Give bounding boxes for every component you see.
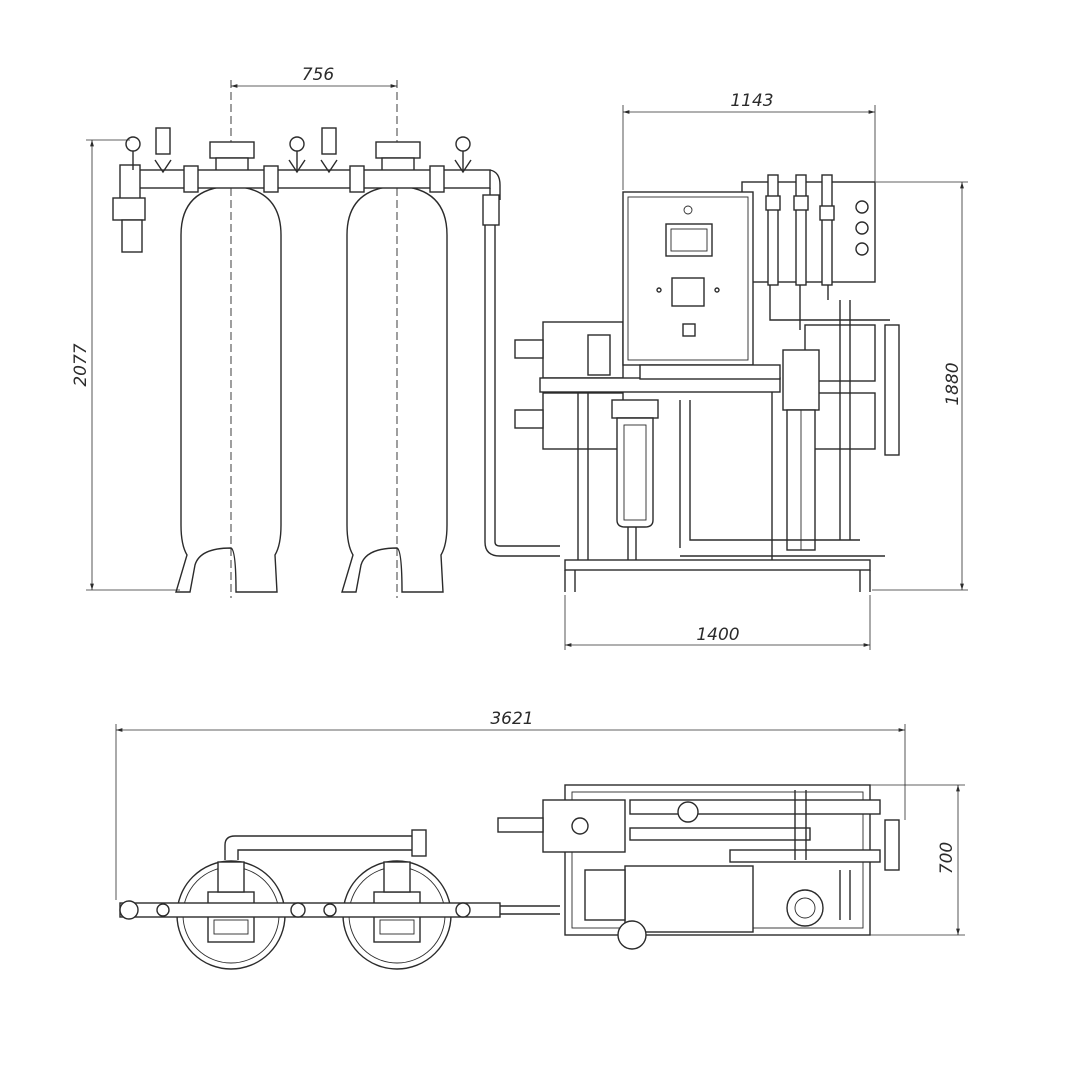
control-cabinet [587, 191, 781, 380]
filter-tank-left [175, 80, 282, 598]
dimension-overall-height: 2077 [71, 139, 180, 591]
dimension-label: 1143 [730, 91, 773, 111]
ro-unit-plan [497, 784, 900, 950]
dimension-label: 1880 [943, 362, 963, 405]
dimension-label: 700 [937, 842, 957, 874]
dimension-ro-unit-height: 1880 [872, 181, 968, 591]
dimension-overall-length: 3621 [115, 709, 906, 900]
dimension-label: 3621 [490, 709, 533, 729]
filter-tank-right [341, 80, 448, 598]
dimension-frame-width: 1400 [564, 595, 871, 650]
dimension-depth: 700 [870, 784, 965, 936]
dimension-label: 1400 [696, 625, 739, 645]
dimension-label: 756 [302, 65, 335, 85]
ro-unit [514, 174, 900, 592]
inlet-manifold [112, 127, 560, 557]
dimension-control-unit-width: 1143 [622, 91, 876, 190]
dimension-label: 2077 [71, 343, 91, 386]
front-view: 756 1143 2077 1880 1400 [71, 65, 968, 650]
plan-view: 3621 700 [115, 709, 965, 970]
dimension-tank-spacing: 756 [231, 65, 397, 88]
